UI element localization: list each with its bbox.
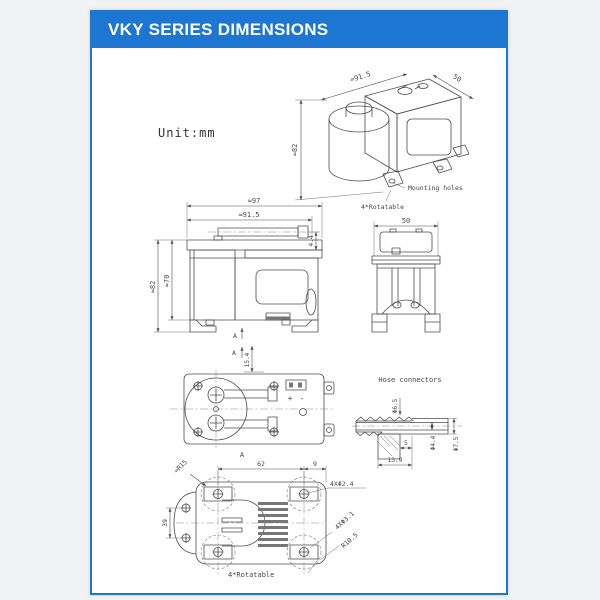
top-ports [224,386,278,432]
bottom-callout-large-holes: 4XΦ3.1 [333,510,356,532]
front-dim-body-width: ≈91.5 [238,211,259,219]
iso-pump-body [328,78,470,188]
iso-callout-mounting-holes: Mounting holes [408,184,463,192]
top-terminal-plus: + [288,394,293,403]
bottom-foot-screws [212,488,310,558]
iso-dim-height: ≈82 [291,144,299,157]
side-dim-width: 50 [402,217,410,225]
top-dim-port-offset: 15.4 [244,352,251,367]
iso-dim-width: ≈91.5 [349,70,371,84]
hose-dim-outer: Φ7.5 [453,436,460,451]
hose-detail-title: Hose connectors [378,376,441,384]
hose-dim-length: 13.9 [388,457,403,464]
unit-label: Unit:mm [158,126,216,140]
bottom-pump-body [173,472,327,574]
iso-callout-rotatable: 4*Rotatable [361,203,404,211]
hose-connector-drawing: Hose connectors Φ6.5 5 13.9 Φ4.4 Φ7.5 [352,376,462,469]
catalog-page: VKY SERIES DIMENSIONS Unit:mm [90,10,508,595]
front-dim-nozzle-height: 4.4 [308,235,315,246]
header-bar: VKY SERIES DIMENSIONS [92,12,506,48]
top-terminal-minus: - [300,394,305,403]
bottom-callout-rotatable: 4*Rotatable [228,571,274,579]
top-corner-screws [193,381,279,437]
front-dimensions: ≈97 ≈91.5 ≈82 ≈70 4.4 [149,197,323,333]
top-section-arrow: A 15.4 [232,345,264,373]
front-pump-body [186,225,323,333]
bottom-dim-corner-radius: R10.5 [340,531,360,550]
top-terminal-block [285,379,307,391]
isometric-view-drawing: ≈91.5 50 ≈82 Mounting holes 4*Rotatable [291,70,474,211]
bottom-dim-edge-offset: 9 [313,460,317,468]
front-section-arrow: A [233,327,244,340]
top-section-arrow-label: A [232,349,236,357]
top-pump-body [170,370,335,448]
bottom-ribs [258,502,288,547]
bottom-dim-foot-radius: ≈R15 [172,458,189,475]
page-title: VKY SERIES DIMENSIONS [108,20,329,39]
bottom-dim-hole-span: 62 [257,460,265,468]
front-view-drawing: ≈97 ≈91.5 ≈82 ≈70 4.4 [149,197,323,340]
top-view-drawing: A 15.4 [170,345,335,459]
bottom-callout-small-holes: 4XΦ2.4 [330,480,354,488]
bottom-dimensions: 62 9 ≈R15 39 4XΦ2.4 4XΦ3.1 R10.5 4*Rotat… [161,458,366,579]
hose-dimensions: Φ6.5 5 13.9 Φ4.4 Φ7.5 [377,398,460,469]
side-dimensions: 50 [373,217,439,256]
side-pump-body [371,228,441,333]
top-section-label: A [240,451,245,459]
hose-dim-step: 5 [404,440,408,447]
front-dim-overall-height: ≈82 [149,281,157,294]
iso-dim-depth: 50 [451,73,462,84]
side-view-drawing: 50 [371,217,441,333]
hose-dim-bore: Φ4.4 [430,435,437,450]
front-dim-overall-width: ≈97 [248,197,261,205]
bottom-dim-width: 39 [161,519,169,527]
front-section-arrow-label: A [233,332,237,340]
bottom-view-drawing: 62 9 ≈R15 39 4XΦ2.4 4XΦ3.1 R10.5 4*Rotat… [161,458,366,579]
front-dim-body-height: ≈70 [163,275,171,288]
hose-dim-barb-od: Φ6.5 [392,398,399,413]
